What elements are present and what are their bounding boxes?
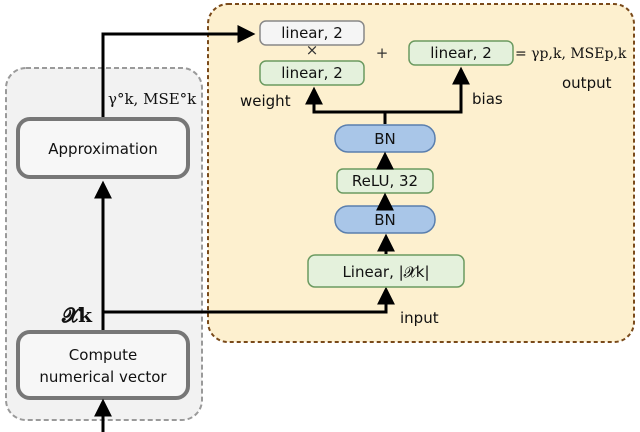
weight-label: weight	[240, 92, 291, 110]
bn-bottom-label: BN	[374, 211, 396, 229]
input-label: input	[400, 309, 439, 327]
approximation-label: Approximation	[48, 140, 157, 158]
bn-to-bias-arrow	[385, 66, 470, 114]
output-label: output	[562, 74, 612, 92]
linear-weight-label: linear, 2	[281, 64, 343, 82]
x-to-input-arrow	[101, 286, 395, 328]
compute-label-line1: Compute	[69, 346, 137, 364]
approximation-box	[16, 117, 190, 179]
compute-label-line2: numerical vector	[39, 368, 167, 386]
times-symbol: ×	[306, 41, 319, 59]
linear-bias-label: linear, 2	[430, 44, 492, 62]
bias-label: bias	[472, 90, 503, 108]
output-equation: = γp,k, MSEp,k	[515, 46, 627, 62]
approx-to-weight-arrow	[101, 25, 256, 117]
gamma-mse-label: γ°k, MSE°k	[108, 90, 197, 108]
bn-top-label: BN	[374, 130, 396, 148]
relu-label: ReLU, 32	[352, 172, 418, 190]
linear-top-box	[259, 20, 365, 46]
linear-input-box	[307, 254, 465, 288]
linear-bias-box	[408, 40, 514, 66]
compute-vector-box	[16, 330, 190, 400]
plus-symbol: +	[376, 44, 389, 62]
linear-weight-box	[259, 60, 365, 86]
bn-to-weight-arrow	[305, 86, 387, 124]
linear-top-label: linear, 2	[281, 24, 343, 42]
x-k-label: 𝓧k	[61, 303, 93, 327]
linear-input-label: Linear, |𝓧k|	[342, 263, 429, 281]
